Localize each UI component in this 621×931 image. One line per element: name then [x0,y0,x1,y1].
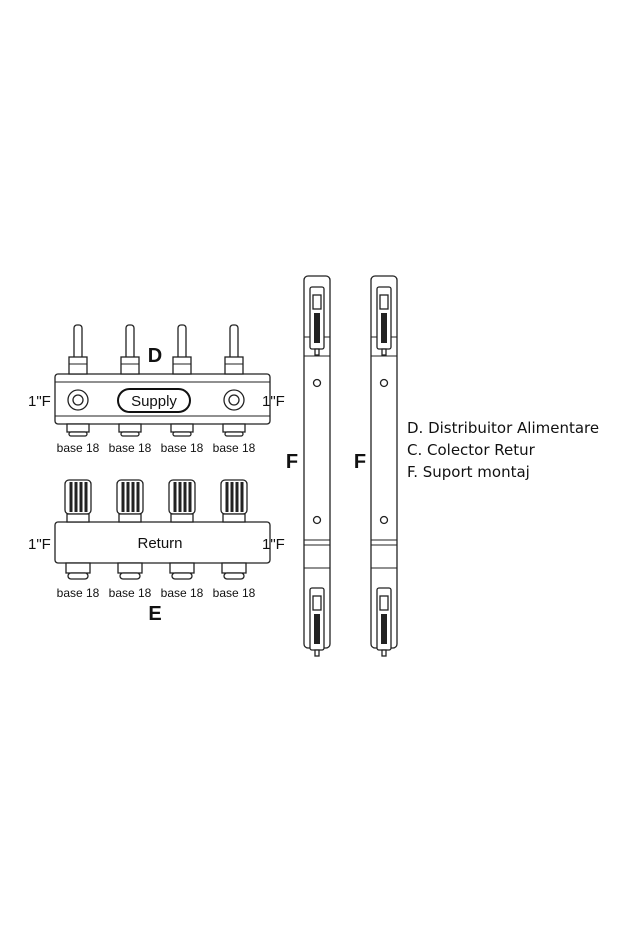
knob-base [170,513,194,523]
bracket [370,275,398,657]
outlet-nut [66,423,90,433]
vent-plug-inner [72,394,84,406]
return-outlet-label: base 18 [109,586,152,600]
clamp-screw-head [379,294,389,310]
knob-rib [74,482,78,512]
knob-rib [121,482,125,512]
mounting-hole [379,515,389,525]
outlet-thread [119,572,141,580]
supply-letter: D [148,345,162,367]
outlet-thread [68,431,88,437]
clamp-screw [381,614,387,644]
outlet-thread [172,431,192,437]
outlet-nut [169,562,195,574]
outlet-thread [171,572,193,580]
return-manifold [54,479,271,580]
return-body [54,521,271,564]
mounting-hole [379,378,389,388]
return-letter: E [148,603,161,625]
mounting-brackets [303,275,398,657]
knob-rib [178,482,182,512]
return-outlet-label: base 18 [213,586,256,600]
knob-base [118,513,142,523]
mounting-hole [312,515,322,525]
supply-outlet-label: base 18 [213,441,256,455]
supply-left-connection: 1"F [28,393,51,410]
knob-rib [183,482,187,512]
clamp-tip [314,649,320,657]
outlet-thread [120,431,140,437]
clamp-screw-head [312,595,322,611]
knob-rib [240,482,244,512]
supply-outlet-label: base 18 [109,441,152,455]
outlet-nut [118,423,142,433]
knob-rib [235,482,239,512]
return-outlet-label: base 18 [57,586,100,600]
bracket-letter: F [354,451,366,473]
mounting-hole [312,378,322,388]
knob-rib [188,482,192,512]
return-label: Return [137,535,182,552]
outlet-nut [222,423,246,433]
supply-label: Supply [131,393,177,410]
knob-rib [225,482,229,512]
supply-outlet-label: base 18 [57,441,100,455]
legend: D. Distribuitor Alimentare C. Colector R… [407,417,599,483]
legend-item: F. Suport montaj [407,463,530,481]
knob-rib [131,482,135,512]
return-right-connection: 1"F [262,536,285,553]
supply-label-oval [117,388,191,413]
knob-base [66,513,90,523]
legend-item: D. Distribuitor Alimentare [407,419,600,437]
supply-right-connection: 1"F [262,393,285,410]
knob-rib [69,482,73,512]
knob-rib [173,482,177,512]
return-outlet-label: base 18 [161,586,204,600]
supply-outlet-label: base 18 [161,441,204,455]
outlet-nut [117,562,143,574]
vent-plug-inner [228,394,240,406]
clamp-screw [314,614,320,644]
valve-nut [68,356,88,375]
knob-rib [126,482,130,512]
knob-rib [136,482,140,512]
outlet-thread [223,572,245,580]
knob-rib [84,482,88,512]
clamp-tip [381,348,387,356]
knob-base [222,513,246,523]
bracket-letter: F [286,451,298,473]
outlet-nut [221,562,247,574]
knob-rib [79,482,83,512]
clamp-screw [314,313,320,343]
return-left-connection: 1"F [28,536,51,553]
outlet-nut [65,562,91,574]
valve-nut [120,356,140,375]
legend-item: C. Colector Retur [407,441,535,459]
supply-manifold [54,324,271,437]
outlet-thread [67,572,89,580]
valve-nut [224,356,244,375]
clamp-screw-head [379,595,389,611]
valve-nut [172,356,192,375]
knob-rib [230,482,234,512]
bracket [303,275,331,657]
outlet-nut [170,423,194,433]
clamp-tip [314,348,320,356]
clamp-screw-head [312,294,322,310]
clamp-screw [381,313,387,343]
clamp-tip [381,649,387,657]
outlet-thread [224,431,244,437]
